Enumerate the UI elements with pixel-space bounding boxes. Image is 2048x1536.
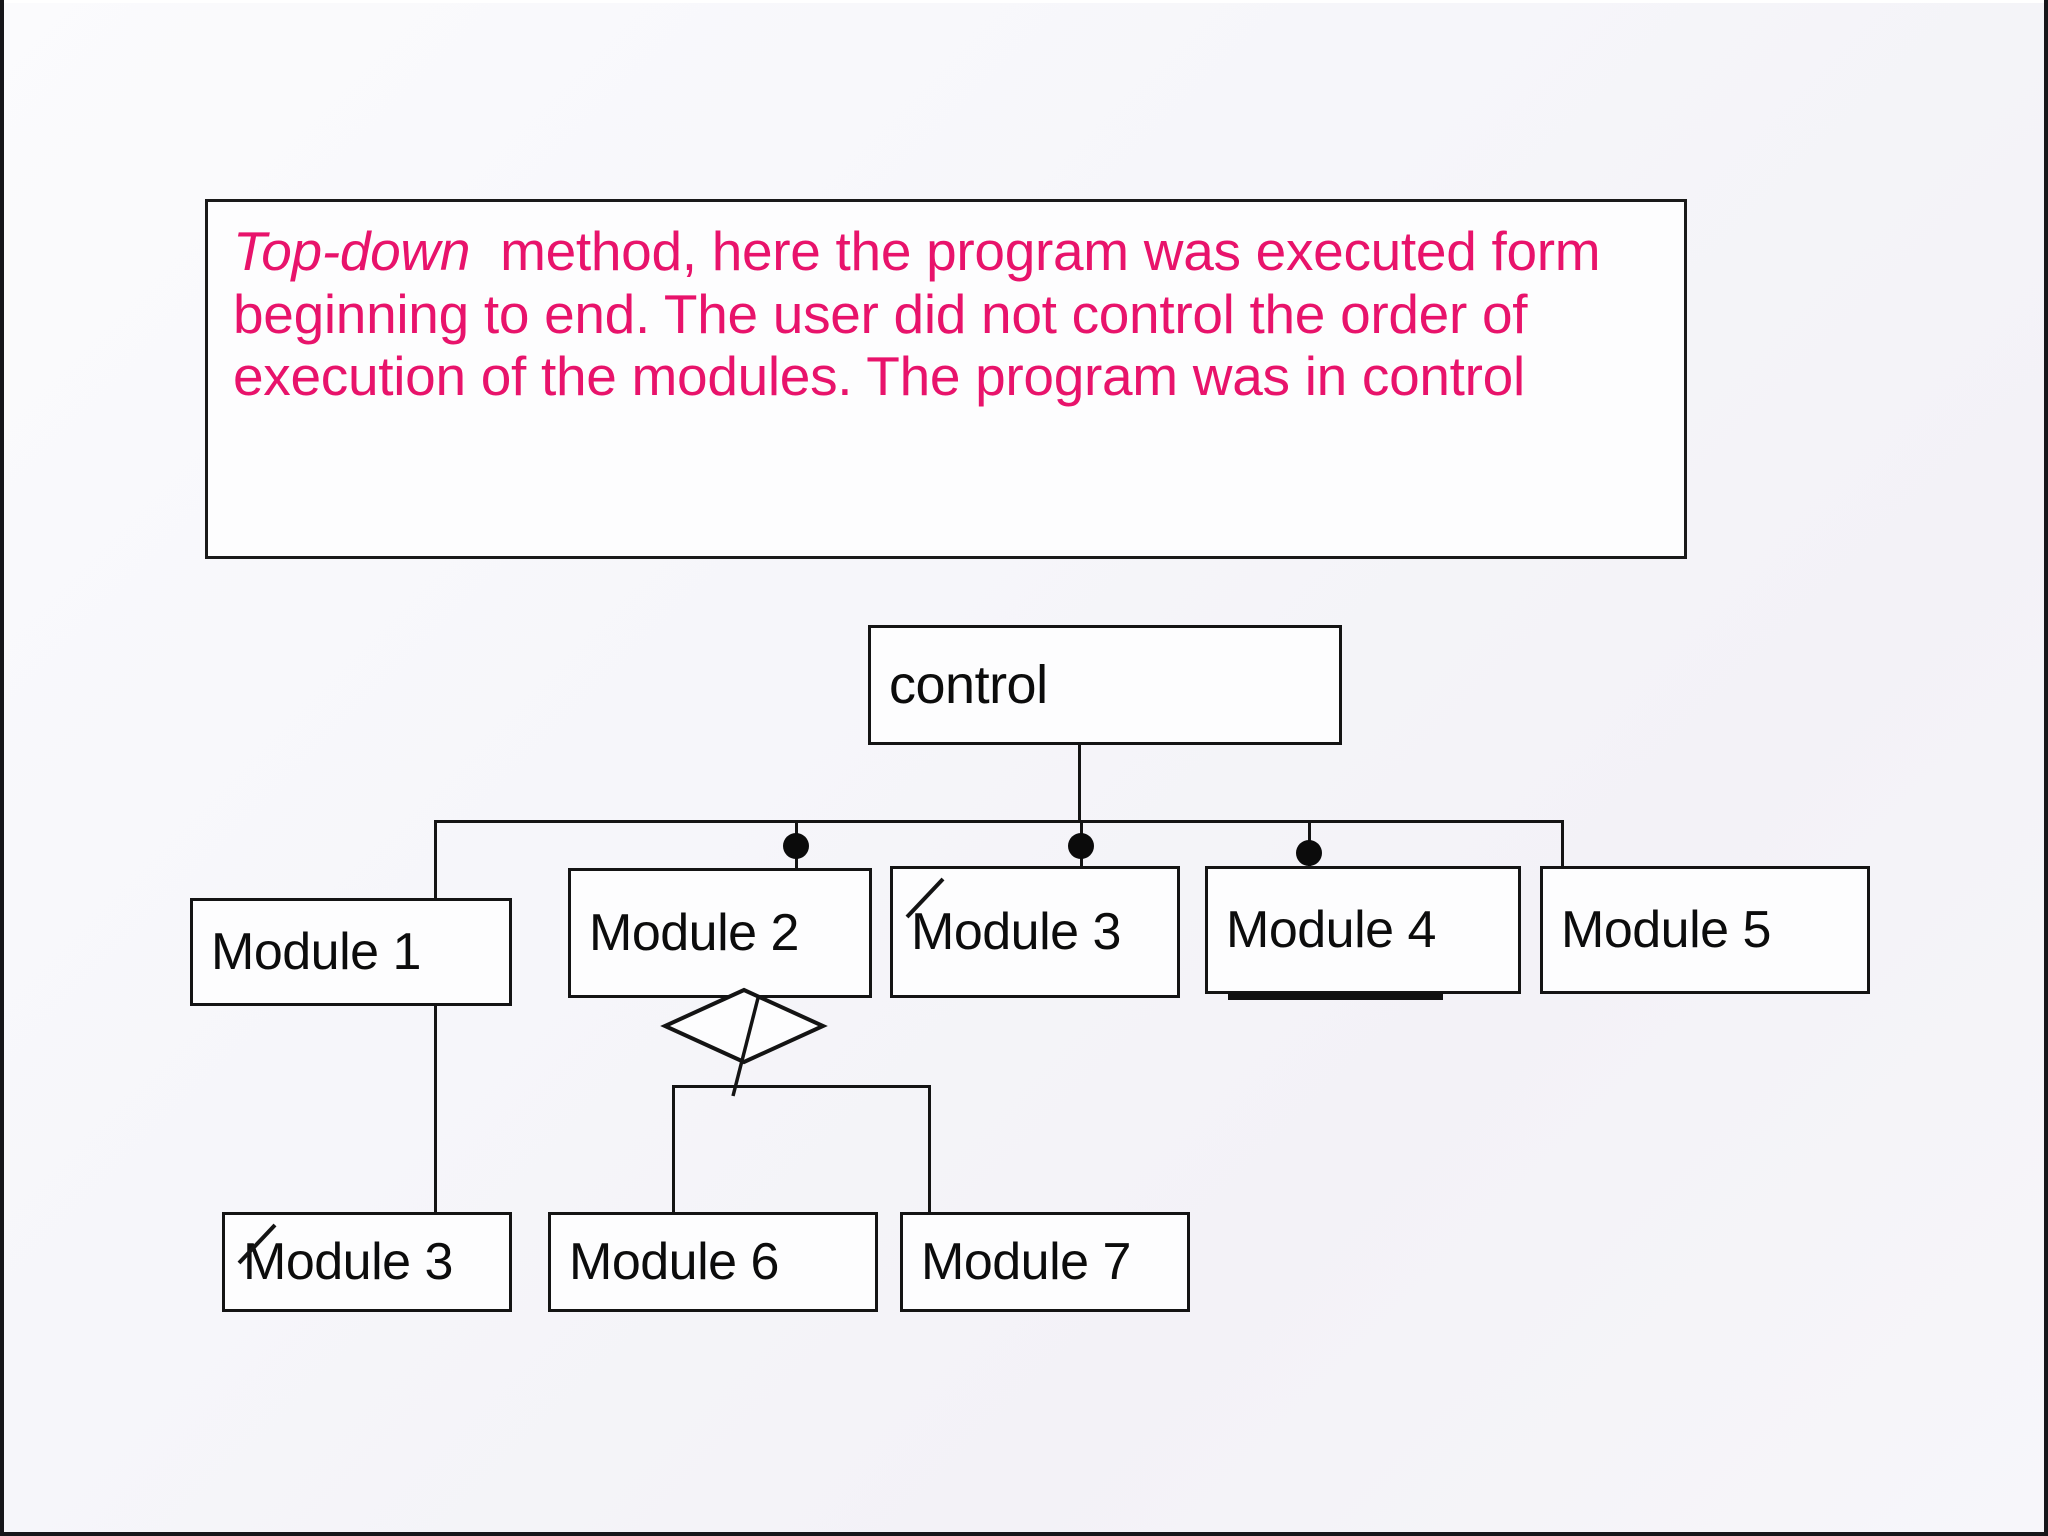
node-module-3-bottom-label: Module 3 — [243, 1233, 453, 1291]
node-module-4[interactable]: Module 4 — [1205, 866, 1521, 1000]
node-module-5[interactable]: Module 5 — [1540, 866, 1870, 994]
node-module-7[interactable]: Module 7 — [900, 1212, 1190, 1312]
connector-dot-module-2 — [783, 833, 809, 859]
connector-module-2-to-children — [731, 997, 760, 1097]
node-module-1[interactable]: Module 1 — [190, 898, 512, 1006]
node-module-3-top[interactable]: Module 3 — [890, 866, 1180, 998]
decision-diamond — [660, 987, 828, 1065]
connector-stem-module-7 — [928, 1085, 931, 1215]
node-module-7-label: Module 7 — [921, 1233, 1131, 1291]
caption-box: Top-down method, here the program was ex… — [205, 199, 1687, 559]
node-module-2-label: Module 2 — [589, 904, 799, 962]
node-control[interactable]: control — [868, 625, 1342, 745]
slide-frame-left — [0, 0, 4, 1536]
connector-dot-module-3 — [1068, 833, 1094, 859]
node-module-3-bottom[interactable]: Module 3 — [222, 1212, 512, 1312]
connector-dot-module-4 — [1296, 840, 1322, 866]
connector-bus — [434, 820, 1564, 823]
node-control-label: control — [889, 655, 1048, 715]
connector-root-stem — [1078, 745, 1081, 823]
connector-bus-left-drop — [434, 820, 437, 1215]
node-module-6[interactable]: Module 6 — [548, 1212, 878, 1312]
connector-stem-module-6 — [672, 1085, 675, 1215]
connector-bus-right-drop — [1561, 820, 1564, 870]
caption-paragraph: Top-down method, here the program was ex… — [233, 220, 1668, 408]
node-module-4-underline — [1228, 993, 1443, 1000]
node-module-4-label: Module 4 — [1226, 901, 1436, 959]
caption-body: method, here the program was executed fo… — [233, 220, 1616, 408]
connector-lower-bus — [672, 1085, 930, 1088]
node-module-3-top-label: Module 3 — [911, 903, 1121, 961]
slide-frame-top — [0, 0, 2048, 3]
node-module-1-label: Module 1 — [211, 923, 421, 981]
node-module-2[interactable]: Module 2 — [568, 868, 872, 998]
node-module-6-label: Module 6 — [569, 1233, 779, 1291]
slide-frame-bottom — [0, 1532, 2048, 1536]
slide-frame-right — [2044, 0, 2048, 1536]
node-module-5-label: Module 5 — [1561, 901, 1771, 959]
caption-emphasis: Top-down — [233, 220, 471, 282]
